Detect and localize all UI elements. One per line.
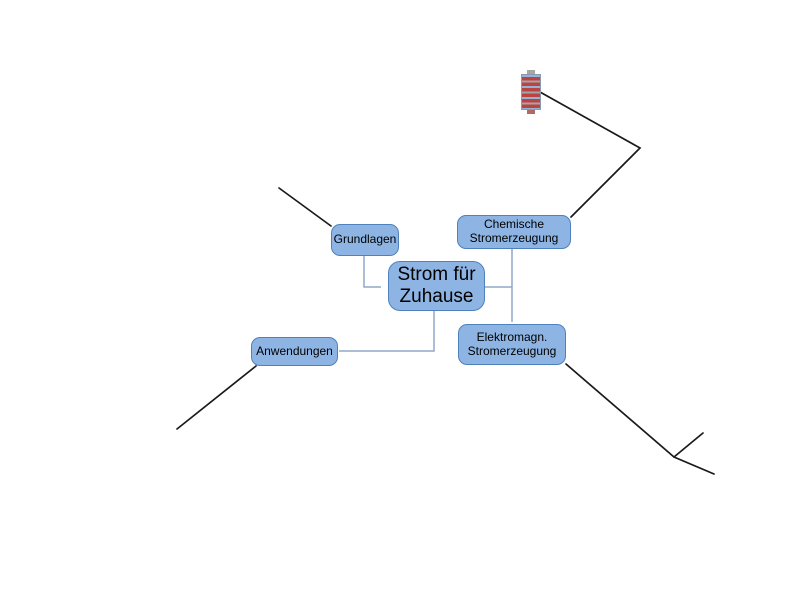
node-strom-fuer-zuhause-label: Strom für Zuhause [397, 264, 476, 307]
battery-bottom-terminal [527, 110, 535, 114]
node-grundlagen-label: Grundlagen [333, 232, 397, 247]
node-anwendungen[interactable]: Anwendungen [251, 337, 338, 366]
line-battery-to-chemische [539, 91, 642, 218]
node-elektromagn-stromerzeugung[interactable]: Elektromagn. Stromerzeugung [458, 324, 566, 365]
line-bottom-left [176, 365, 257, 430]
node-elektromagn-label: Elektromagn. Stromerzeugung [467, 329, 557, 358]
node-chemische-label: Chemische Stromerzeugung [469, 217, 559, 245]
node-chemische-stromerzeugung[interactable]: Chemische Stromerzeugung [457, 215, 571, 249]
connector-center-to-anwendungen [339, 311, 435, 352]
node-grundlagen[interactable]: Grundlagen [331, 224, 399, 256]
line-bottom-right [565, 363, 715, 475]
battery-top-terminal [527, 70, 535, 74]
node-anwendungen-label: Anwendungen [256, 343, 333, 358]
battery-stripes [521, 74, 541, 110]
battery-icon[interactable] [520, 70, 542, 114]
line-top-left [278, 187, 332, 227]
node-strom-fuer-zuhause[interactable]: Strom für Zuhause [388, 261, 485, 311]
line-bottom-right-branch [673, 432, 704, 458]
connector-grundlagen-to-center [363, 256, 381, 288]
